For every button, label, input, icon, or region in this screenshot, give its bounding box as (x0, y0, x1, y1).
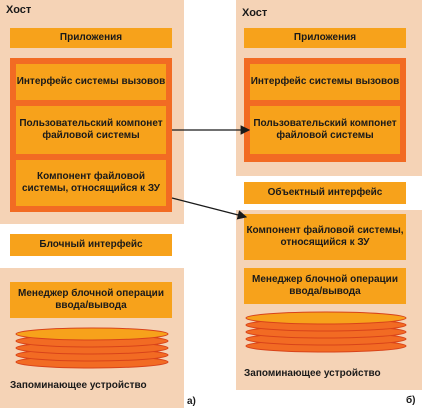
right-user-fs-component-box: Пользовательский компонет файловой систе… (250, 106, 400, 154)
left-panel-label: а) (187, 396, 196, 407)
right-syscall-interface-box: Интерфейс системы вызовов (250, 64, 400, 100)
right-object-interface-box: Объектный интерфейс (244, 182, 406, 204)
right-panel-label: б) (406, 395, 416, 406)
right-applications-box: Приложения (244, 28, 406, 48)
right-storage-fs-component-box: Компонент файловой системы, относящийся … (244, 214, 406, 260)
left-block-interface-box: Блочный интерфейс (10, 234, 172, 256)
right-host-title: Хост (242, 7, 268, 19)
right-block-io-manager-box: Менеджер блочной операции ввода/вывода (244, 268, 406, 304)
left-applications-box: Приложения (10, 28, 172, 48)
left-storage-device-label: Запоминающее устройство (10, 380, 147, 391)
left-storage-fs-component-box: Компонент файловой системы, относящийся … (16, 160, 166, 206)
left-syscall-interface-box: Интерфейс системы вызовов (16, 64, 166, 100)
left-user-fs-component-box: Пользовательский компонет файловой систе… (16, 106, 166, 154)
left-block-io-manager-box: Менеджер блочной операции ввода/вывода (10, 282, 172, 318)
left-host-title: Хост (6, 4, 32, 16)
right-storage-device-label: Запоминающее устройство (244, 368, 381, 379)
